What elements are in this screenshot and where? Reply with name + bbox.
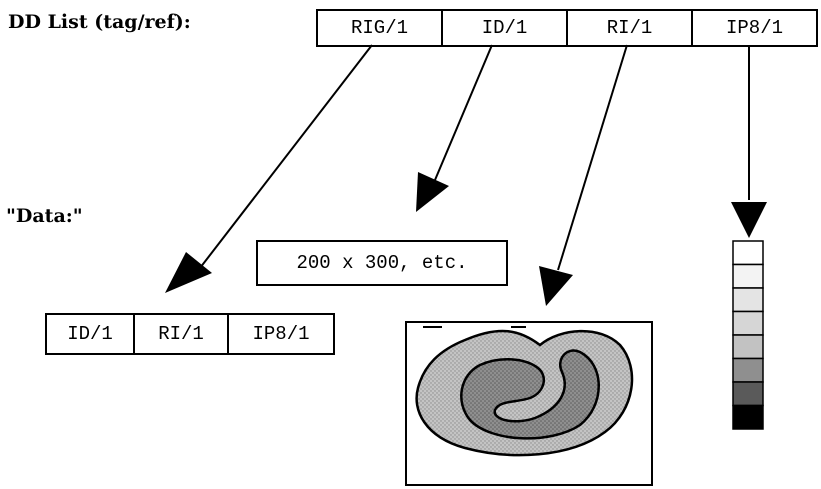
palette-strip bbox=[732, 240, 764, 430]
palette-swatch bbox=[732, 287, 764, 313]
arrow-ip8-to-palette bbox=[731, 45, 767, 238]
group-member-id: ID/1 bbox=[47, 315, 135, 353]
data-label: "Data:" bbox=[6, 205, 83, 227]
palette-swatch bbox=[732, 310, 764, 336]
palette-swatch bbox=[732, 334, 764, 360]
dd-list-table: RIG/1 ID/1 RI/1 IP8/1 bbox=[316, 9, 818, 47]
palette-swatch bbox=[732, 404, 764, 430]
image-dimensions-box: 200 x 300, etc. bbox=[256, 240, 508, 286]
arrow-rig-to-group bbox=[165, 44, 373, 293]
raster-image bbox=[405, 321, 653, 486]
arrow-id-to-dimensions bbox=[416, 44, 493, 212]
dd-entry-ri: RI/1 bbox=[568, 11, 693, 45]
dd-entry-rig: RIG/1 bbox=[318, 11, 443, 45]
palette-swatch bbox=[732, 357, 764, 383]
arrow-ri-to-raster bbox=[539, 44, 628, 306]
group-member-ip8: IP8/1 bbox=[252, 323, 310, 345]
dd-entry-id: ID/1 bbox=[443, 11, 568, 45]
palette-swatch bbox=[732, 381, 764, 407]
dd-entry-ip8: IP8/1 bbox=[725, 17, 783, 39]
dd-list-label: DD List (tag/ref): bbox=[8, 11, 191, 33]
palette-swatch bbox=[732, 240, 764, 266]
raster-inner-region bbox=[460, 349, 600, 440]
group-member-ri: RI/1 bbox=[135, 315, 229, 353]
palette-swatch bbox=[732, 263, 764, 289]
group-members-table: ID/1 RI/1 IP8/1 bbox=[45, 313, 335, 355]
